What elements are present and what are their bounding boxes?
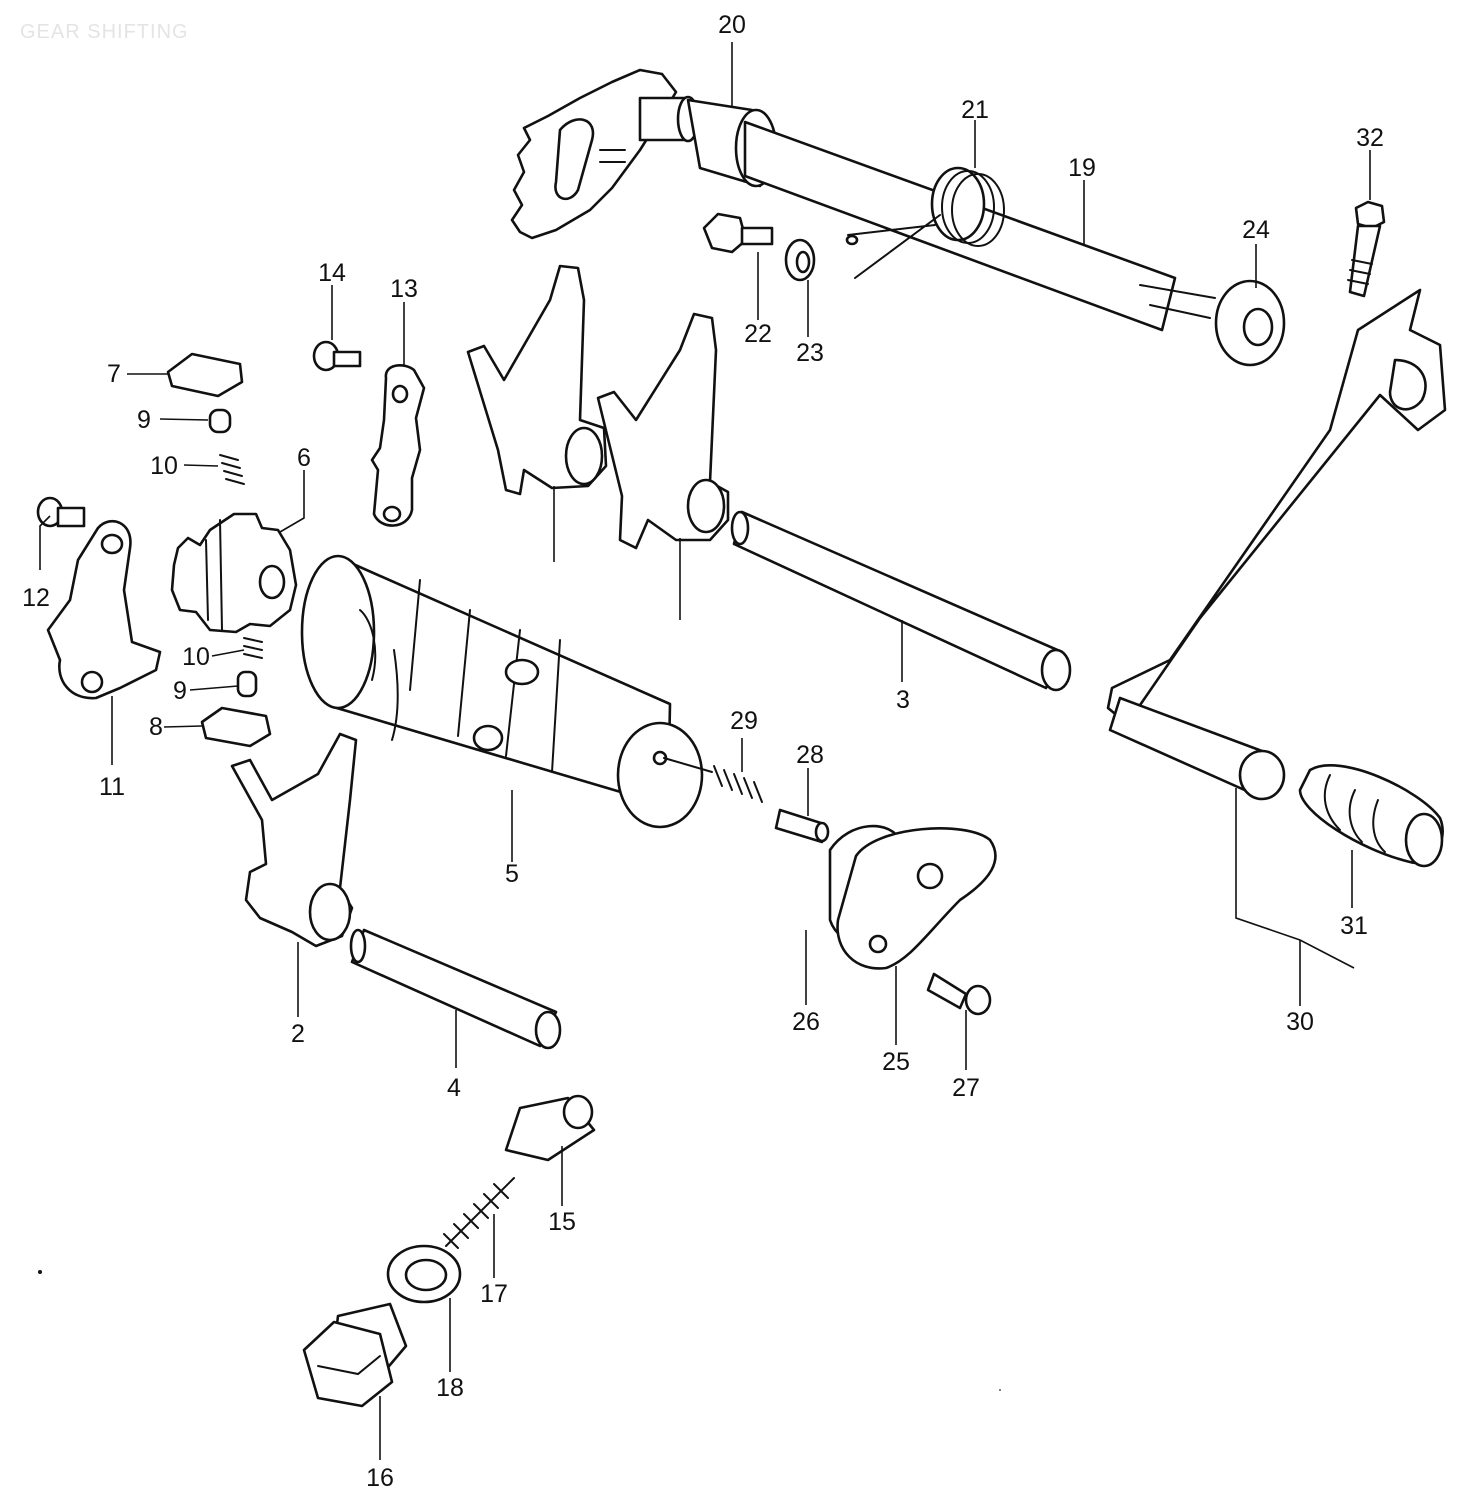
part-28-pin <box>774 808 830 844</box>
part-23-washer <box>784 238 816 282</box>
label-part-25: 25 <box>882 1048 910 1076</box>
label-part-32: 32 <box>1356 124 1384 152</box>
part-22-bolt <box>702 212 774 254</box>
leader-lines <box>39 42 1371 1460</box>
label-part-18: 18 <box>436 1374 464 1402</box>
label-part-29: 29 <box>730 707 758 735</box>
part-27-screw <box>926 972 992 1016</box>
label-part-17: 17 <box>480 1280 508 1308</box>
part-13-stopper-plate <box>370 364 426 527</box>
label-part-31: 31 <box>1340 912 1368 940</box>
part-1-shift-fork-a <box>466 264 608 496</box>
label-part-23: 23 <box>796 339 824 367</box>
part-3-fork-shaft <box>730 510 1072 692</box>
label-part-6: 6 <box>297 444 311 472</box>
label-part-19: 19 <box>1068 154 1096 182</box>
label-part-26: 26 <box>792 1008 820 1036</box>
label-part-10-bottom: 10 <box>182 643 210 671</box>
label-part-2: 2 <box>291 1020 305 1048</box>
label-part-24: 24 <box>1242 216 1270 244</box>
label-part-20: 20 <box>718 11 746 39</box>
label-part-14: 14 <box>318 259 346 287</box>
label-part-9-top: 9 <box>137 406 151 434</box>
part-16-plug-bolt <box>302 1302 408 1408</box>
label-part-16: 16 <box>366 1464 394 1492</box>
part-14-screw <box>312 340 362 372</box>
label-part-30: 30 <box>1286 1008 1314 1036</box>
part-21-return-spring <box>845 166 1005 279</box>
part-15-pin <box>504 1094 596 1162</box>
part-25-cam-cover <box>836 827 997 970</box>
part-6-cam-driven-gear <box>170 512 298 634</box>
label-part-28: 28 <box>796 741 824 769</box>
diagram-title: GEAR SHIFTING <box>20 21 189 43</box>
part-5-gear-shift-cam <box>300 554 704 829</box>
part-8-stopper-block <box>200 706 272 748</box>
label-part-10-top: 10 <box>150 452 178 480</box>
label-part-5: 5 <box>505 860 519 888</box>
part-32-bolt <box>1347 200 1386 298</box>
part-18-washer <box>386 1244 462 1304</box>
label-part-22: 22 <box>744 320 772 348</box>
part-30-gear-shift-lever <box>1106 288 1447 801</box>
stray-dot <box>38 1270 42 1274</box>
part-number-labels: 20 21 19 32 24 14 13 22 23 7 9 10 6 12 1… <box>22 11 1384 1492</box>
label-part-13: 13 <box>390 275 418 303</box>
part-17-spring <box>443 1177 515 1249</box>
part-29-spring <box>663 757 763 803</box>
part-9-pin-top <box>208 408 232 434</box>
label-part-12: 12 <box>22 584 50 612</box>
stray-dot <box>999 1389 1001 1391</box>
label-part-21: 21 <box>961 96 989 124</box>
label-part-7: 7 <box>107 360 121 388</box>
part-11-cam-guide-plate <box>46 519 162 700</box>
label-part-11: 11 <box>99 773 125 801</box>
part-12-screw <box>36 496 86 528</box>
part-24-oil-seal <box>1139 279 1286 367</box>
part-2-shift-fork <box>230 732 358 948</box>
part-20-shift-shaft-arm <box>510 68 1177 332</box>
label-part-9-bottom: 9 <box>173 677 187 705</box>
label-part-27: 27 <box>952 1074 980 1102</box>
part-10-spring-top <box>219 454 245 485</box>
label-part-4: 4 <box>447 1074 461 1102</box>
part-7-stopper-block <box>166 352 244 398</box>
label-part-3: 3 <box>896 686 910 714</box>
part-31-rubber-grip <box>1298 764 1444 868</box>
part-9-pin-bottom <box>236 670 258 698</box>
part-1-shift-fork-b <box>596 312 730 550</box>
label-part-8: 8 <box>149 713 163 741</box>
label-part-15: 15 <box>548 1208 576 1236</box>
part-10-spring-bottom <box>243 637 263 659</box>
part-4-fork-shaft <box>349 928 562 1050</box>
